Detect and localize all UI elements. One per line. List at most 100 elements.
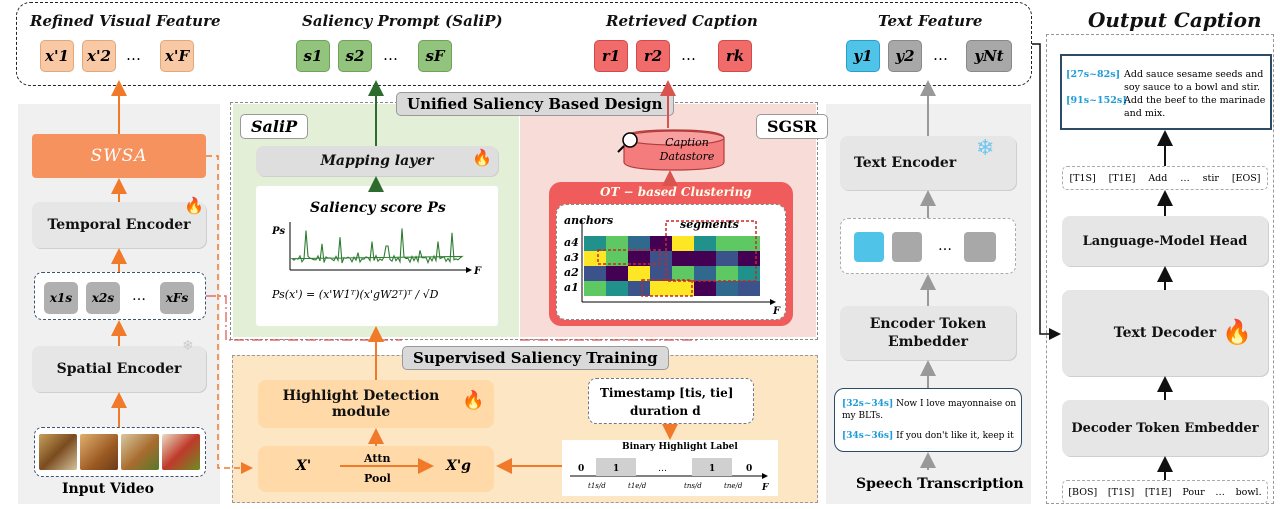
dec-in-token: [BOS] [1068, 486, 1098, 498]
binary-label-title: Binary Highlight Label [622, 442, 738, 452]
duration-label: duration d [630, 404, 701, 418]
saliency-curve [290, 228, 464, 265]
anchor-label: a1 [564, 281, 579, 294]
retrieved-token: r2 [636, 40, 670, 72]
retrieved-caption-title: Retrieved Caption [606, 12, 758, 30]
frame-token: x2s [86, 282, 120, 314]
heatmap-cell [694, 281, 716, 296]
heatmap-cell [650, 281, 672, 296]
heatmap-cell [606, 251, 628, 266]
dec-in-token: [T1E] [1144, 486, 1172, 498]
dec-in-token: bowl. [1235, 486, 1262, 498]
snowflake-icon: ❄ [182, 338, 194, 354]
dec-out-token: stir [1202, 172, 1219, 184]
anchor-label: a3 [564, 251, 579, 264]
dec-in-token: [T1S] [1107, 486, 1135, 498]
heatmap-cell [694, 236, 716, 251]
binary-tick: tne/d [724, 482, 743, 490]
anchors-label: anchors [564, 214, 614, 227]
text-encoder-block: Text Encoder [840, 136, 1016, 190]
frame-token: x1s [44, 282, 78, 314]
text-token: y2 [888, 40, 922, 72]
heatmap-cell [628, 251, 650, 266]
output-text: Add sauce sesame seeds and soy sauce to … [1124, 69, 1264, 93]
heatmap-cell [606, 266, 628, 281]
heatmap-cell [672, 266, 694, 281]
speech-time: [32s~34s] [842, 399, 894, 409]
dec-in-token: … [1215, 486, 1225, 498]
highlight-detection-module: Highlight Detection module [258, 380, 494, 428]
spatial-encoder-block: Spatial Encoder [32, 346, 206, 392]
salip-token: sF [418, 40, 452, 72]
video-frame [39, 434, 77, 470]
anchor-label: a2 [564, 266, 579, 279]
retrieved-token: rk [718, 40, 752, 72]
binary-value: 0 [578, 464, 584, 474]
unified-design-title: Unified Saliency Based Design [396, 92, 674, 116]
decoder-input-tokens: [BOS] [T1S] [T1E] Pour … bowl. [1062, 480, 1268, 504]
heatmap-cell [716, 281, 738, 296]
x-prime-label: X' [296, 458, 312, 474]
salip-ellipsis: … [383, 46, 398, 64]
saliency-curve-plot: Ps F [271, 222, 482, 277]
ot-clustering-title: OT − based Clustering [600, 185, 752, 199]
heatmap-cell [584, 236, 606, 251]
heatmap-cell [584, 251, 606, 266]
heatmap-cell [694, 251, 716, 266]
video-frame [162, 434, 200, 470]
text-feature-title: Text Feature [878, 12, 983, 30]
input-video-label: Input Video [62, 481, 155, 497]
binary-tick: t1e/d [628, 482, 647, 490]
speech-line: [34s~36s] If you don't like it, keep it [842, 430, 1018, 442]
binary-value: 1 [709, 464, 715, 474]
attn-pool-block [258, 446, 494, 492]
heatmap-cell [672, 251, 694, 266]
input-video-frames [34, 427, 206, 477]
speech-text: Now I love mayonnaise on my BLTs. [842, 399, 1017, 421]
output-caption-box [1060, 54, 1272, 130]
heatmap-cell [650, 266, 672, 281]
vis-token: x'2 [82, 40, 116, 72]
output-text: Add the beef to the marinade and mix. [1124, 95, 1266, 119]
heatmap-cell [738, 281, 760, 296]
pool-label: Pool [364, 472, 391, 485]
text-decoder-block: Text Decoder [1062, 290, 1268, 376]
fire-icon: 🔥 [184, 196, 204, 215]
salip-token: s2 [338, 40, 372, 72]
timestamp-box [588, 378, 754, 424]
speech-transcription-box [834, 388, 1022, 452]
text-token: yNt [966, 40, 1012, 72]
dec-out-token: … [1180, 172, 1190, 184]
enc-ellipsis: … [938, 238, 952, 254]
output-time: [91s~152s] [1066, 95, 1127, 106]
snowflake-icon: ❄ [976, 136, 995, 161]
heatmap-cell [584, 266, 606, 281]
vis-token: x'F [160, 40, 194, 72]
timestamp-label: Timestamp [tis, tie] [600, 386, 734, 400]
heatmap-cell [628, 281, 650, 296]
caption-datastore-label: Caption Datastore [659, 136, 715, 163]
language-model-head-block: Language-Model Head [1062, 216, 1268, 266]
binary-value: … [658, 464, 667, 474]
decoder-token-embedder-block: Decoder Token Embedder [1062, 400, 1268, 456]
heatmap-cell [738, 236, 760, 251]
dec-out-token: [T1S] [1069, 172, 1096, 184]
f-axis-label: F [473, 266, 482, 277]
frame-ellipsis: … [132, 288, 146, 304]
heatmap-cell [628, 236, 650, 251]
ot-heatmap: F [581, 220, 781, 317]
video-frame [121, 434, 159, 470]
binary-f-label: F [761, 483, 769, 493]
output-time: [27s~82s] [1066, 69, 1121, 80]
decoder-output-tokens: [T1S] [T1E] Add … stir [EOS] [1062, 166, 1268, 190]
attn-label: Attn [364, 452, 391, 465]
heatmap-cells [584, 236, 760, 296]
heatmap-cell [672, 236, 694, 251]
enc-token [964, 232, 996, 262]
salip-token: s1 [296, 40, 330, 72]
enc-token [854, 232, 884, 262]
dec-out-token: [EOS] [1231, 172, 1261, 184]
swsa-block: SWSA [32, 134, 206, 178]
x-prime-g-label: X'g [446, 458, 471, 474]
video-frame [80, 434, 118, 470]
